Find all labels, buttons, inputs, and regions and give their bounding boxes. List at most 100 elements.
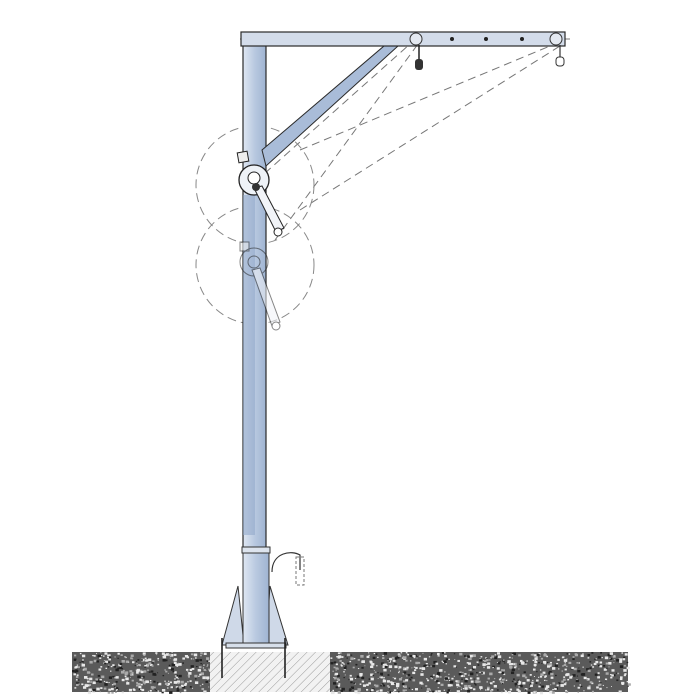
gravel-speck: [178, 686, 182, 689]
gravel-speck: [423, 657, 428, 661]
gravel-speck: [501, 681, 504, 684]
gravel-speck: [109, 656, 112, 659]
gravel-speck: [548, 672, 552, 675]
gravel-speck: [490, 689, 493, 692]
gravel-speck: [341, 662, 344, 664]
gravel-speck: [426, 690, 429, 693]
gravel-speck: [200, 663, 202, 665]
gravel-speck: [487, 677, 490, 680]
gravel-speck: [403, 680, 406, 683]
gravel-speck: [610, 657, 613, 660]
gravel-speck: [592, 666, 595, 668]
gravel-speck: [337, 678, 341, 682]
gravel-speck: [456, 680, 460, 683]
gravel-speck: [492, 666, 494, 669]
gravel-speck: [468, 662, 472, 665]
gravel-speck: [619, 660, 623, 663]
gravel-speck: [421, 687, 423, 689]
gravel-speck: [398, 670, 400, 672]
gravel-speck: [357, 658, 360, 661]
gravel-speck: [476, 661, 479, 663]
gravel-speck: [421, 667, 426, 670]
gravel-speck: [135, 660, 138, 662]
gravel-speck: [536, 671, 538, 673]
gravel-speck: [392, 677, 394, 679]
gravel-speck: [145, 660, 148, 662]
gravel-speck: [120, 670, 125, 674]
gravel-speck: [418, 662, 421, 664]
gravel-speck: [169, 657, 171, 659]
gravel-speck: [152, 688, 154, 690]
gravel-speck: [176, 689, 180, 692]
gravel-speck: [572, 674, 576, 677]
gravel-speck: [572, 658, 575, 661]
gravel-speck: [517, 682, 521, 685]
gravel-speck: [554, 687, 557, 691]
gravel-speck: [134, 665, 136, 667]
gravel-speck: [456, 686, 458, 688]
gravel-speck: [532, 679, 534, 681]
gravel-speck: [337, 674, 340, 677]
gravel-speck: [518, 689, 520, 691]
gravel-speck: [412, 671, 416, 675]
gravel-speck: [161, 689, 166, 692]
gravel-speck: [170, 668, 174, 671]
gravel-speck: [137, 675, 141, 679]
gravel-speck: [501, 671, 504, 675]
gravel-speck: [613, 662, 615, 664]
gravel-speck: [89, 660, 93, 664]
gravel-speck: [98, 680, 102, 683]
gravel-speck: [79, 652, 82, 655]
gravel-speck: [164, 669, 166, 671]
gravel-speck: [173, 681, 178, 684]
gravel-speck: [96, 653, 98, 654]
gravel-speck: [534, 660, 538, 664]
gravel-speck: [405, 689, 407, 691]
gravel-speck: [198, 675, 200, 677]
gravel-speck: [370, 673, 374, 677]
gravel-speck: [149, 689, 152, 692]
gravel-speck: [475, 680, 479, 683]
gravel-speck: [117, 667, 120, 670]
gravel-speck: [96, 687, 100, 691]
gravel-speck: [618, 658, 623, 662]
gravel-speck: [512, 678, 515, 680]
gravel-speck: [119, 666, 123, 669]
gravel-speck: [565, 665, 568, 668]
gravel-speck: [398, 666, 402, 669]
gravel-speck: [511, 657, 513, 659]
gravel-speck: [464, 673, 467, 675]
gravel-speck: [593, 662, 597, 666]
gravel-speck: [137, 682, 141, 686]
gravel-speck: [465, 677, 468, 680]
gravel-speck: [493, 685, 497, 688]
gravel-speck: [418, 655, 421, 658]
gravel-speck: [563, 659, 568, 662]
gravel-speck: [373, 652, 376, 655]
gravel-speck: [441, 660, 443, 662]
gravel-speck: [337, 668, 339, 670]
gravel-speck: [343, 677, 345, 679]
gravel-speck: [483, 666, 485, 669]
gravel-speck: [604, 678, 608, 681]
gravel-speck: [626, 661, 629, 664]
gravel-speck: [460, 675, 464, 678]
gravel-speck: [107, 691, 111, 694]
gravel-speck: [578, 662, 581, 664]
gravel-speck: [110, 670, 112, 672]
gravel-speck: [407, 673, 411, 677]
gravel-speck: [369, 661, 373, 664]
gravel-speck: [128, 675, 130, 677]
gravel-speck: [454, 659, 456, 661]
gravel-speck: [547, 662, 549, 664]
gravel-speck: [335, 670, 337, 671]
gravel-speck: [531, 683, 534, 685]
gravel-speck: [175, 674, 179, 678]
gravel-speck: [436, 672, 441, 675]
gravel-speck: [144, 666, 146, 668]
gravel-speck: [611, 669, 615, 672]
gravel-speck: [617, 672, 620, 675]
gravel-speck: [619, 678, 623, 681]
gravel-speck: [200, 652, 203, 655]
gravel-speck: [343, 663, 345, 665]
